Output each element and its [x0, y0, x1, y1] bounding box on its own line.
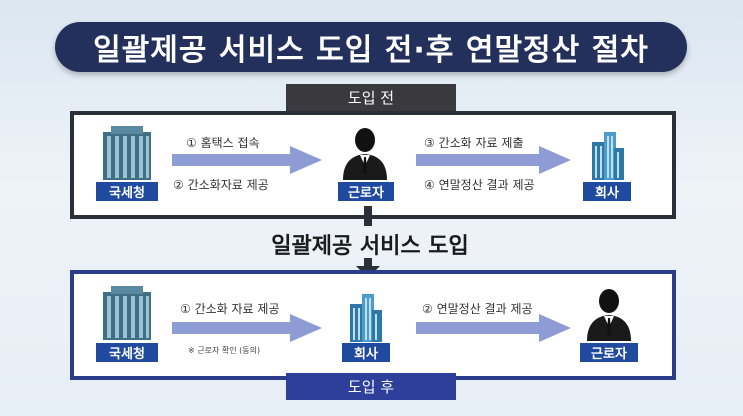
- person-suit-icon: [343, 128, 387, 180]
- office-tower-icon: [103, 126, 151, 180]
- worker-tag: 근로자: [580, 343, 638, 362]
- office-tower-icon: [103, 286, 151, 340]
- before-arrow2-top: ③ 간소화 자료 제출: [424, 136, 524, 150]
- middle-label: 일괄제공 서비스 도입: [271, 234, 469, 259]
- arrow-right-icon: [416, 146, 571, 174]
- nts-tag: 국세청: [96, 343, 158, 362]
- after-arrow1-top: ① 간소화 자료 제공: [180, 302, 280, 316]
- company-building-icon: [592, 132, 624, 180]
- company-tag: 회사: [342, 343, 390, 362]
- before-arrow2-bottom: ④ 연말정산 결과 제공: [424, 178, 535, 192]
- after-arrow1-note: ※ 근로자 확인 (동의): [188, 346, 261, 355]
- before-arrow1-top: ① 홈택스 접속: [186, 136, 260, 150]
- arrow-right-icon: [172, 146, 322, 174]
- nts-tag: 국세청: [96, 182, 158, 201]
- company-tag: 회사: [583, 182, 631, 201]
- after-label: 도입 후: [286, 373, 456, 400]
- before-arrow1-bottom: ② 간소화자료 제공: [173, 178, 269, 192]
- arrow-right-icon: [416, 314, 571, 342]
- arrow-right-icon: [172, 314, 322, 342]
- person-suit-icon: [587, 289, 631, 341]
- page-title: 일괄제공 서비스 도입 전·후 연말정산 절차: [55, 22, 687, 72]
- before-label: 도입 전: [286, 84, 456, 111]
- after-arrow2-top: ② 연말정산 결과 제공: [422, 302, 533, 316]
- worker-tag: 근로자: [338, 182, 394, 201]
- company-building-icon: [350, 294, 382, 342]
- connector-line: [364, 206, 372, 226]
